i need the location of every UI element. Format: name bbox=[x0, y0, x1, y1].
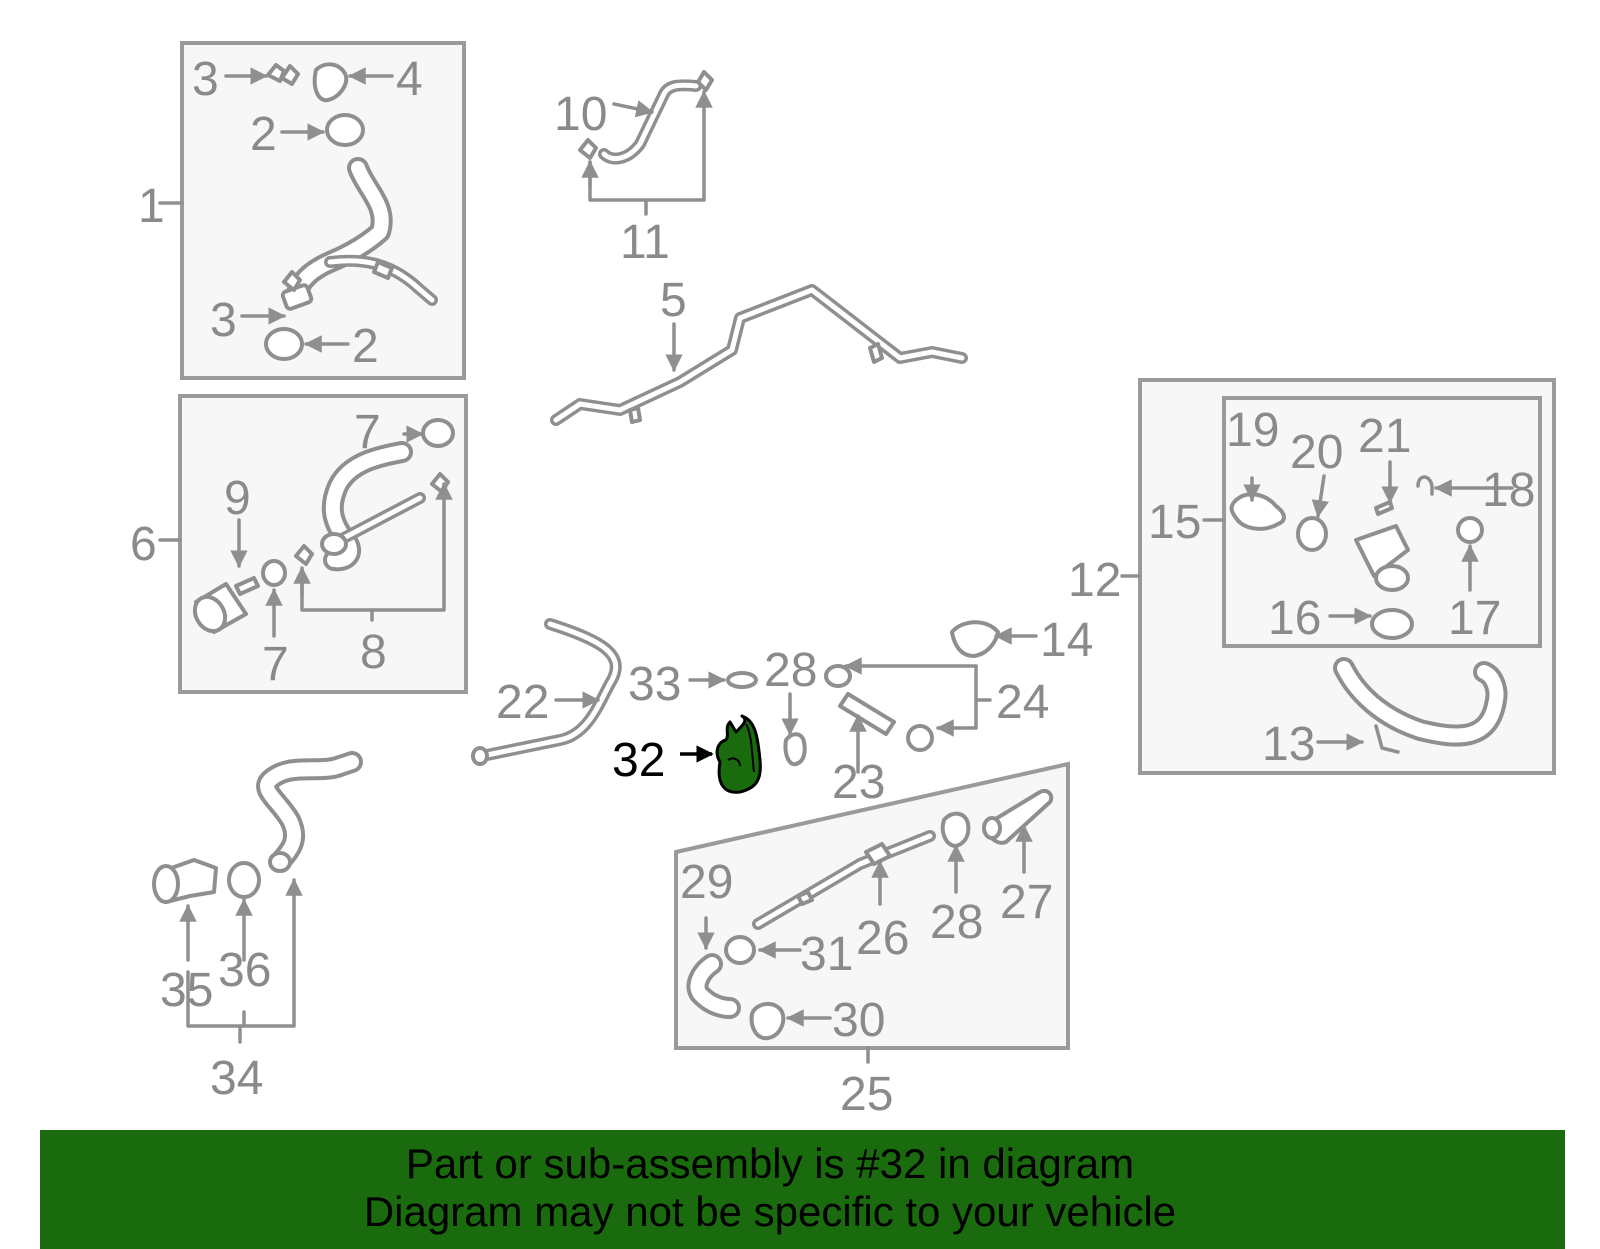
label-20: 20 bbox=[1290, 426, 1343, 479]
label-15: 15 bbox=[1148, 496, 1201, 549]
banner-disclaimer: Diagram may not be specific to your vehi… bbox=[363, 1188, 1177, 1235]
clamp-36 bbox=[227, 861, 261, 899]
label-5: 5 bbox=[660, 274, 687, 327]
group-25-box bbox=[674, 761, 1070, 1050]
ring-7-top bbox=[421, 418, 455, 448]
group-6: 6 7 9 7 8 bbox=[130, 394, 468, 694]
gasket-19 bbox=[1229, 492, 1286, 531]
clip-18 bbox=[1416, 475, 1434, 496]
group-23-24: 28 23 24 bbox=[764, 644, 1049, 809]
clamp-14 bbox=[950, 620, 1000, 658]
group-14: 14 bbox=[950, 614, 1093, 667]
label-4: 4 bbox=[396, 53, 423, 106]
label-32: 32 bbox=[612, 734, 665, 787]
label-35: 35 bbox=[160, 964, 213, 1017]
label-11: 11 bbox=[620, 216, 670, 269]
clamp-24-top bbox=[824, 664, 852, 688]
label-24: 24 bbox=[996, 676, 1049, 729]
parts-diagram: 1 3 4 2 3 2 6 7 9 7 8 bbox=[130, 41, 1556, 1121]
banner-part-message: Part or sub-assembly is #32 in diagram bbox=[405, 1140, 1135, 1187]
clamp-24-bottom bbox=[906, 724, 934, 752]
label-1: 1 bbox=[138, 180, 165, 233]
label-13: 13 bbox=[1262, 718, 1315, 771]
label-2-top: 2 bbox=[250, 108, 277, 161]
label-21: 21 bbox=[1358, 410, 1411, 463]
label-30: 30 bbox=[832, 994, 885, 1047]
group-33: 33 bbox=[628, 658, 758, 711]
group-10-11: 10 11 bbox=[554, 70, 714, 269]
clamp-28-top bbox=[783, 732, 807, 767]
label-31: 31 bbox=[800, 928, 853, 981]
pipe-23 bbox=[838, 692, 896, 736]
oring-33 bbox=[726, 671, 758, 689]
label-2-bottom: 2 bbox=[352, 320, 379, 373]
hose-32 bbox=[715, 714, 762, 794]
label-14: 14 bbox=[1040, 614, 1093, 667]
label-7-top: 7 bbox=[354, 406, 381, 459]
label-17: 17 bbox=[1448, 592, 1501, 645]
group-1: 1 3 4 2 3 2 bbox=[138, 41, 466, 380]
label-33: 33 bbox=[628, 658, 681, 711]
info-banner: Part or sub-assembly is #32 in diagram D… bbox=[40, 1130, 1565, 1249]
label-25: 25 bbox=[840, 1068, 893, 1121]
label-3-top: 3 bbox=[192, 53, 219, 106]
housing-21 bbox=[1354, 524, 1410, 578]
ring-2-top bbox=[325, 113, 365, 147]
group-25: 29 31 26 28 27 30 25 bbox=[674, 761, 1070, 1121]
label-8: 8 bbox=[360, 626, 387, 679]
label-26: 26 bbox=[856, 912, 909, 965]
label-7-bottom: 7 bbox=[262, 638, 289, 691]
group-12: 12 15 19 20 21 18 16 17 13 bbox=[1068, 378, 1556, 775]
label-10: 10 bbox=[554, 88, 607, 141]
clamp-30 bbox=[749, 1002, 786, 1041]
label-23: 23 bbox=[832, 756, 885, 809]
cap-4 bbox=[312, 62, 349, 103]
label-34: 34 bbox=[210, 1052, 263, 1105]
group-22: 22 bbox=[471, 618, 622, 766]
label-3-bottom: 3 bbox=[210, 294, 237, 347]
ring-2-bottom bbox=[264, 327, 304, 361]
label-6: 6 bbox=[130, 518, 157, 571]
clamp-16 bbox=[1370, 608, 1414, 640]
clamp-28-bottom bbox=[940, 811, 971, 848]
label-9: 9 bbox=[224, 472, 251, 525]
label-36: 36 bbox=[218, 944, 271, 997]
label-29: 29 bbox=[680, 856, 733, 909]
ring-17 bbox=[1456, 516, 1484, 544]
label-16: 16 bbox=[1268, 592, 1321, 645]
ring-20 bbox=[1296, 516, 1328, 552]
label-28-bottom: 28 bbox=[930, 896, 983, 949]
label-27: 27 bbox=[1000, 876, 1053, 929]
group-5: 5 bbox=[550, 274, 968, 426]
clamp-8-left bbox=[294, 544, 314, 566]
clamp-3-top bbox=[266, 63, 286, 83]
ring-31 bbox=[724, 935, 756, 965]
ring-7-bottom bbox=[261, 559, 287, 587]
label-22: 22 bbox=[496, 676, 549, 729]
part-32-highlighted: 32 bbox=[612, 714, 762, 794]
clamp-3-bottom bbox=[282, 270, 302, 292]
label-19: 19 bbox=[1226, 404, 1279, 457]
label-28-top: 28 bbox=[764, 644, 817, 697]
label-12: 12 bbox=[1068, 554, 1121, 607]
group-34: 35 36 34 bbox=[152, 751, 363, 1105]
label-18: 18 bbox=[1482, 464, 1535, 517]
